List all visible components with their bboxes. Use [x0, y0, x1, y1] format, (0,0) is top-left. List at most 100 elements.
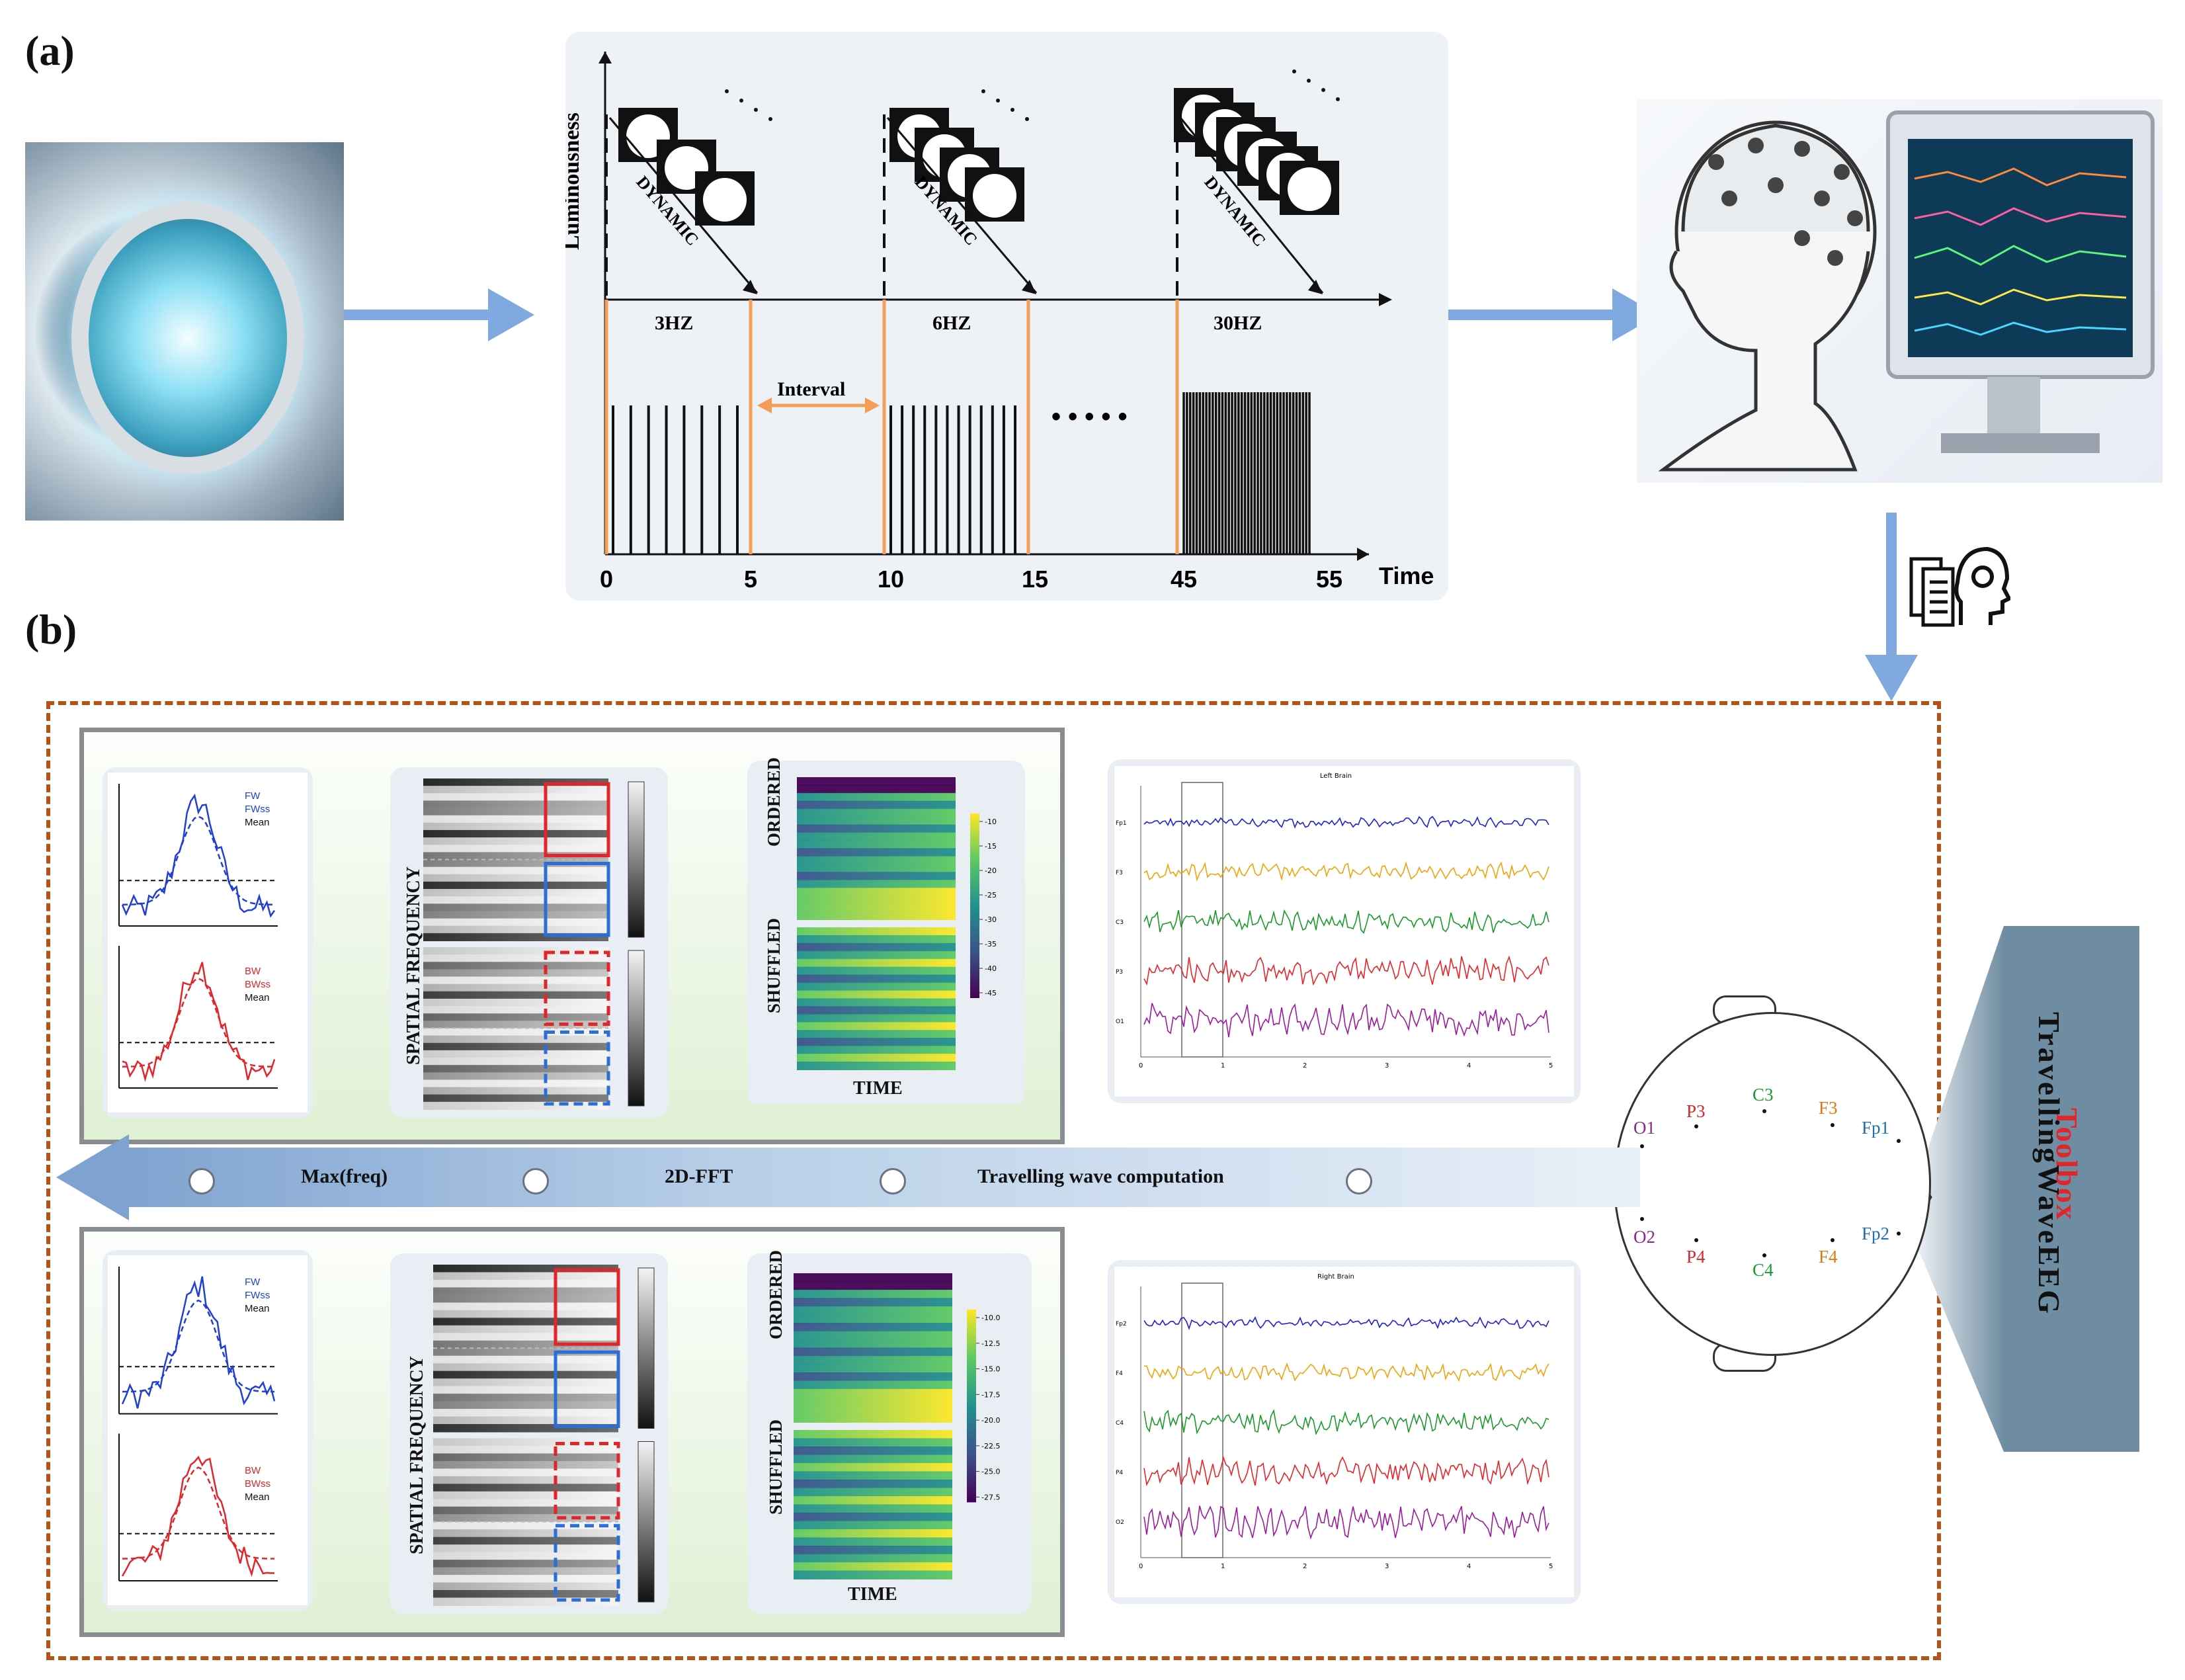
- colorbar-tick-label: -35: [985, 940, 997, 948]
- pipeline-step-maxfreq: Max(freq): [301, 1165, 388, 1187]
- heatmap-row: [794, 1281, 952, 1290]
- profile-smoothed-line: [122, 1299, 275, 1393]
- trail-dot: [1292, 69, 1296, 73]
- arrow-shaft-1: [344, 310, 489, 320]
- trail-dot: [754, 108, 758, 112]
- spectrum-row: [423, 903, 608, 912]
- y-axis-label: Luminousness: [565, 112, 584, 250]
- colorbar: [628, 950, 645, 1107]
- colorbar-tick-label: -20.0: [981, 1416, 1000, 1425]
- toolbox-wedge: [1905, 926, 2004, 1452]
- heatmap-row: [794, 1546, 952, 1555]
- legend-mean: Mean: [245, 992, 270, 1003]
- forward-box: [544, 950, 610, 1026]
- spectrum-row: [433, 1476, 618, 1485]
- pipeline-step-2dfft: 2D-FFT: [665, 1165, 733, 1187]
- colorbar: [638, 1441, 655, 1603]
- spectrum-row: [433, 1310, 618, 1319]
- spectrum-row: [423, 874, 608, 882]
- eeg-trace: [1143, 1456, 1549, 1486]
- heatmap-row: [797, 840, 956, 849]
- frequency-label: 6HZ: [932, 312, 971, 334]
- arrow-shaft-2: [1448, 310, 1614, 320]
- heatmap-row: [794, 1554, 952, 1563]
- colorbar-tick-label: -25.0: [981, 1468, 1000, 1476]
- heatmap-row: [797, 848, 956, 857]
- electrode-label-f3: F3: [1819, 1098, 1838, 1118]
- heatmap-colorbar: [967, 1310, 976, 1503]
- analysis-window: [1181, 782, 1223, 1058]
- heatmap-row: [797, 911, 956, 920]
- heatmap-row: [794, 1488, 952, 1497]
- heatmap-row: [797, 856, 956, 865]
- baseline-arrow-icon: [1379, 293, 1392, 306]
- heatmap-colorbar: [970, 814, 979, 998]
- eeg-trace: [1144, 1362, 1549, 1382]
- profile-line: [121, 1455, 275, 1577]
- eeg-tick-label: 0: [1139, 1563, 1143, 1570]
- colorbar-tick-label: -10.0: [981, 1314, 1000, 1322]
- heatmap-row: [794, 1529, 952, 1538]
- heatmap-card-bottom: ORDERED SHUFFLED TIME -10.0-12.5-15.0-17…: [747, 1250, 1032, 1614]
- spectrum-row: [423, 829, 608, 839]
- channel-label: F3: [1116, 870, 1123, 876]
- electrode-label-fp2: Fp2: [1862, 1224, 1890, 1243]
- trail-dot: [1010, 108, 1014, 112]
- heatmap-row: [794, 1323, 952, 1332]
- profile-card-top: FW FWss Mean BW BWss Mean: [103, 767, 313, 1118]
- legend-bwss: BWss: [245, 979, 271, 990]
- heatmap-row: [794, 1380, 952, 1390]
- colorbar-tick-label: -10: [985, 818, 997, 826]
- spectrum-row: [423, 984, 608, 992]
- eeg-trace: [1143, 816, 1549, 829]
- heatmap-row: [797, 1062, 956, 1070]
- trail-dot: [1336, 97, 1340, 101]
- heatmap-row: [797, 950, 956, 960]
- spectrum-row: [423, 976, 608, 985]
- heatmap-row: [794, 1306, 952, 1316]
- spectrum-row: [433, 1529, 618, 1538]
- heatmap-row: [794, 1430, 952, 1439]
- spectrum-row: [433, 1302, 618, 1311]
- heatmap-row: [797, 792, 956, 802]
- spectrum-row: [433, 1394, 618, 1402]
- spectrum-row: [433, 1318, 618, 1326]
- heatmap-row: [794, 1356, 952, 1365]
- spectrum-row: [433, 1416, 618, 1425]
- pipeline-node: [522, 1168, 549, 1195]
- interval-arrow-left-icon: [757, 398, 772, 413]
- electrode-dot: [1640, 1217, 1644, 1221]
- spectrum-row: [433, 1348, 618, 1357]
- forward-box: [544, 782, 610, 857]
- heatmap-row: [797, 864, 956, 873]
- spectrum-row: [423, 911, 608, 919]
- spectrum-row: [423, 1058, 608, 1066]
- colorbar-tick-label: -20: [985, 866, 997, 875]
- heatmap-row: [797, 888, 956, 897]
- colorbar-tick-label: -40: [985, 964, 997, 973]
- heatmap-row: [797, 1022, 956, 1031]
- colorbar-tick-label: -27.5: [981, 1493, 1000, 1501]
- spectrum-row: [423, 822, 608, 831]
- dynamic-arrow-head-icon: [743, 280, 757, 294]
- frequency-label: 30HZ: [1214, 312, 1262, 334]
- time-tick: 55: [1316, 566, 1342, 593]
- forward-box: [554, 1268, 620, 1346]
- toolbox-name: TravellingWaveEEG: [2032, 1012, 2066, 1316]
- backward-box: [544, 1030, 610, 1106]
- interval-arrow-right-icon: [865, 398, 880, 413]
- profile-card-bottom: FW FWss Mean BW BWss Mean: [103, 1250, 313, 1611]
- spectrum-row: [423, 1035, 608, 1044]
- heatmap-row: [794, 1454, 952, 1464]
- colorbar-tick-label: -22.5: [981, 1442, 1000, 1450]
- spectrum-row: [433, 1294, 618, 1304]
- electrode-label-f4: F4: [1819, 1247, 1838, 1267]
- heatmap-plots-bottom: -10.0-12.5-15.0-17.5-20.0-22.5-25.0-27.5: [794, 1273, 1000, 1579]
- spectrum-row: [423, 954, 608, 963]
- spectrum-row: [433, 1386, 618, 1395]
- spectrum-row: [423, 1028, 608, 1036]
- dynamic-arrow-head-icon: [1022, 280, 1036, 294]
- spectrum-card-bottom: SPATIAL FREQUENCY: [390, 1253, 668, 1614]
- heatmap-card-top: ORDERED SHUFFLED TIME -10-15-20-25-30-35…: [747, 757, 1025, 1105]
- trail-dot: [981, 89, 985, 93]
